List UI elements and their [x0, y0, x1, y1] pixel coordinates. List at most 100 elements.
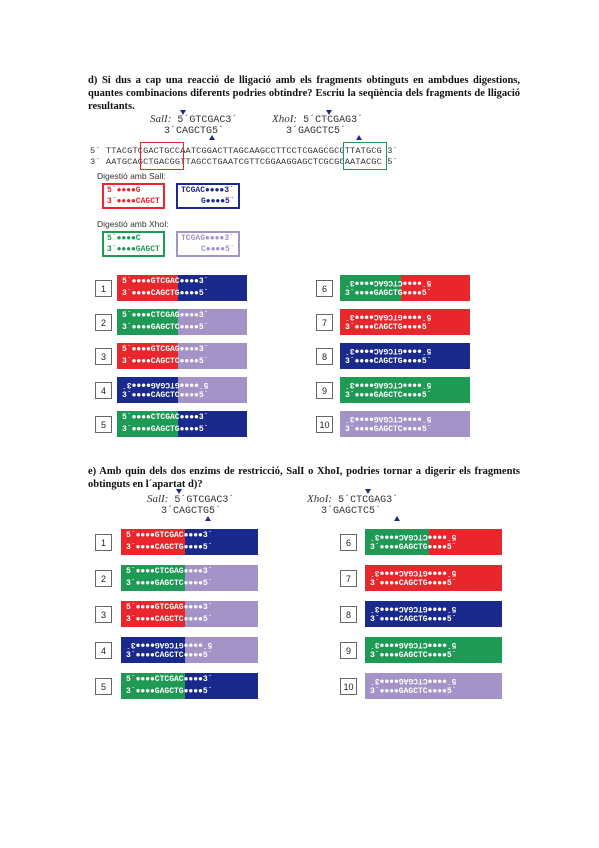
- product-bottom-strand: 3´●●●●GAGCTC●●●●5´: [122, 323, 209, 332]
- product-top-strand: 5´●●●●GTCGAC●●●●3´: [345, 312, 432, 321]
- xho-name: XhoI:: [272, 113, 298, 125]
- product-top-strand: 5´●●●●CTCGAC●●●●3´: [126, 675, 213, 684]
- ligation-product: 5´●●●●GTCGAC●●●●3´ 3´●●●●CAGCTG●●●●5´: [365, 565, 502, 591]
- digest-sal-label: Digestió amb SalI:: [97, 171, 166, 181]
- product-top-strand: 5´●●●●CTCGAC●●●●3´: [122, 413, 209, 422]
- combination-number: 9: [316, 382, 333, 399]
- combination-number: 1: [95, 280, 112, 297]
- ligation-product: 5´●●●●GTCGAG●●●●3´ 3´●●●●CAGCTC●●●●5´: [117, 377, 247, 403]
- sal-name: SalI:: [150, 113, 172, 125]
- question-d: d) Si dus a cap una reacció de lligació …: [88, 75, 520, 112]
- ligation-product: 5´●●●●GTCGAG●●●●3´ 3´●●●●CAGCTC●●●●5´: [117, 343, 247, 369]
- combination-number: 9: [340, 642, 357, 659]
- ligation-product: 5´●●●●GTCGAG●●●●3´ 3´●●●●CAGCTC●●●●5´: [121, 637, 258, 663]
- product-bottom-strand: 3´●●●●CAGCTG●●●●5´: [345, 357, 432, 366]
- product-bottom-strand: 3´●●●●GAGCTG●●●●5´: [122, 425, 209, 434]
- combination-number: 2: [95, 314, 112, 331]
- product-bottom-strand: 3´●●●●GAGCTC●●●●5´: [370, 651, 457, 660]
- product-bottom-strand: 3´●●●●CAGCTG●●●●5´: [370, 615, 457, 624]
- combination-number: 3: [95, 348, 112, 365]
- combination-number: 8: [316, 348, 333, 365]
- sal-enzyme-legend-e: SalI: 5´GTCGAC3´ 3´CAGCTG5´: [147, 493, 235, 517]
- product-top-strand: 5´●●●●CTCGAG●●●●3´: [370, 640, 457, 649]
- sal-bottom: 3´CAGCTG5´: [164, 126, 225, 137]
- combination-number: 6: [316, 280, 333, 297]
- cut-arrow-icon: [356, 135, 362, 140]
- product-top-strand: 5´●●●●CTCGAG●●●●3´: [370, 676, 457, 685]
- product-top-strand: 5´●●●●CTCGAG●●●●3´: [126, 567, 213, 576]
- cut-arrow-icon: [209, 135, 215, 140]
- product-top-strand: 5´●●●●GTCGAG●●●●3´: [126, 640, 213, 649]
- xho-left-fragment: 5´●●●●C 3´●●●●GAGCT: [102, 231, 165, 257]
- combination-number: 4: [95, 642, 112, 659]
- xho-bottom: 3´GAGCTC5´: [286, 126, 347, 137]
- xho-top: 5´CTCGAG3´: [303, 115, 364, 126]
- sal-top: 5´GTCGAC3´: [177, 115, 238, 126]
- product-bottom-strand: 3´●●●●GAGCTG●●●●5´: [345, 289, 432, 298]
- sal-site-box: [140, 142, 184, 170]
- ligation-product: 5´●●●●CTCGAC●●●●3´ 3´●●●●GAGCTG●●●●5´: [117, 411, 247, 437]
- product-bottom-strand: 3´●●●●GAGCTC●●●●5´: [345, 425, 432, 434]
- product-bottom-strand: 3´●●●●GAGCTC●●●●5´: [126, 579, 213, 588]
- product-top-strand: 5´●●●●GTCGAC●●●●3´: [122, 277, 209, 286]
- product-bottom-strand: 3´●●●●CAGCTC●●●●5´: [126, 615, 213, 624]
- ligation-product: 5´●●●●GTCGAC●●●●3´3´●●●●CAGCTG●●●●5´: [340, 343, 470, 369]
- product-bottom-strand: 3´●●●●GAGCTC●●●●5´: [370, 687, 457, 696]
- cut-arrow-icon: [176, 489, 182, 494]
- ligation-product: 5´●●●●GTCGAC●●●●3´ 3´●●●●CAGCTG●●●●5´: [117, 275, 247, 301]
- product-top-strand: 5´●●●●GTCGAC●●●●3´: [126, 531, 213, 540]
- combination-number: 7: [340, 570, 357, 587]
- combination-number: 4: [95, 382, 112, 399]
- ligation-product: 5´●●●●CTCGAG●●●●3´ 3´●●●●GAGCTC●●●●5´: [365, 673, 502, 699]
- combination-number: 5: [95, 678, 112, 695]
- combination-number: 1: [95, 534, 112, 551]
- product-bottom-strand: 3´●●●●CAGCTG●●●●5´: [345, 323, 432, 332]
- ligation-product: 5´●●●●CTCGAG●●●●3´ 3´●●●●GAGCTC●●●●5´: [117, 309, 247, 335]
- product-bottom-strand: 3´●●●●CAGCTG●●●●5´: [122, 289, 209, 298]
- product-bottom-strand: 3´●●●●GAGCTG●●●●5´: [126, 687, 213, 696]
- sal-enzyme-legend: SalI: 5´GTCGAC3´ 3´CAGCTG5´: [150, 113, 237, 137]
- product-top-strand: 5´●●●●GTCGAC●●●●3´: [370, 604, 457, 613]
- product-top-strand: 5´●●●●GTCGAG●●●●3´: [122, 345, 209, 354]
- sal-right-fragment: TCGAC●●●●3´ G●●●●5´: [176, 183, 240, 209]
- ligation-product: 5´●●●●GTCGAC●●●●3´ 3´●●●●CAGCTG●●●●5´: [365, 601, 502, 627]
- product-bottom-strand: 3´●●●●CAGCTC●●●●5´: [122, 391, 209, 400]
- product-top-strand: 5´●●●●CTCGAG●●●●3´: [345, 380, 432, 389]
- xho-right-fragment: TCGAG●●●●3´ C●●●●5´: [176, 231, 240, 257]
- combination-number: 10: [316, 416, 333, 433]
- product-top-strand: 5´●●●●CTCGAG●●●●3´: [122, 311, 209, 320]
- question-e: e) Amb quin dels dos enzims de restricci…: [88, 466, 520, 490]
- combination-number: 2: [95, 570, 112, 587]
- product-top-strand: 5´●●●●CTCGAC●●●●3´: [345, 278, 432, 287]
- cut-arrow-icon: [205, 516, 211, 521]
- product-bottom-strand: 3´●●●●CAGCTC●●●●5´: [122, 357, 209, 366]
- dna-bottom-strand: 3´ AATGCAGCTGACGGTTAGCCTGAATCGTTCGGAAGGA…: [90, 157, 398, 167]
- combination-number: 10: [340, 678, 357, 695]
- product-bottom-strand: 3´●●●●CAGCTC●●●●5´: [126, 651, 213, 660]
- dna-top-strand: 5´ TTACGTCGACTGCCAATCGGACTTAGCAAGCCTTCCT…: [90, 146, 398, 156]
- cut-arrow-icon: [180, 110, 186, 115]
- cut-arrow-icon: [326, 110, 332, 115]
- product-bottom-strand: 3´●●●●GAGCTC●●●●5´: [345, 391, 432, 400]
- ligation-product: 5´●●●●CTCGAG●●●●3´ 3´●●●●GAGCTC●●●●5´: [121, 565, 258, 591]
- xho-enzyme-legend-e: XhoI: 5´CTCGAG3´ 3´GAGCTC5´: [307, 493, 399, 517]
- product-bottom-strand: 3´●●●●CAGCTG●●●●5´: [126, 543, 213, 552]
- cut-arrow-icon: [365, 489, 371, 494]
- product-top-strand: 5´●●●●GTCGAG●●●●3´: [122, 380, 209, 389]
- sal-left-fragment: 5´●●●●G 3´●●●●CAGCT: [102, 183, 165, 209]
- product-top-strand: 5´●●●●CTCGAG●●●●3´: [345, 414, 432, 423]
- product-bottom-strand: 3´●●●●CAGCTG●●●●5´: [370, 579, 457, 588]
- combination-number: 7: [316, 314, 333, 331]
- ligation-product: 5´●●●●CTCGAC●●●●3´3´●●●●GAGCTG●●●●5´: [365, 529, 502, 555]
- digest-xho-label: Digestió amb XhoI:: [97, 219, 169, 229]
- ligation-product: 5´●●●●GTCGAC●●●●3´ 3´●●●●CAGCTG●●●●5´: [121, 529, 258, 555]
- product-top-strand: 5´●●●●GTCGAC●●●●3´: [370, 568, 457, 577]
- product-top-strand: 5´●●●●GTCGAG●●●●3´: [126, 603, 213, 612]
- combination-number: 5: [95, 416, 112, 433]
- ligation-product: 5´●●●●CTCGAC●●●●3´ 3´●●●●GAGCTG●●●●5´: [340, 275, 470, 301]
- ligation-product: 5´●●●●CTCGAG●●●●3´ 3´●●●●GAGCTC●●●●5´: [365, 637, 502, 663]
- product-top-strand: 5´●●●●CTCGAC●●●●3´: [370, 532, 457, 541]
- ligation-product: 5´●●●●GTCGAC●●●●3´ 3´●●●●CAGCTG●●●●5´: [340, 309, 470, 335]
- ligation-product: 5´●●●●CTCGAG●●●●3´ 3´●●●●GAGCTC●●●●5´: [340, 377, 470, 403]
- combination-number: 8: [340, 606, 357, 623]
